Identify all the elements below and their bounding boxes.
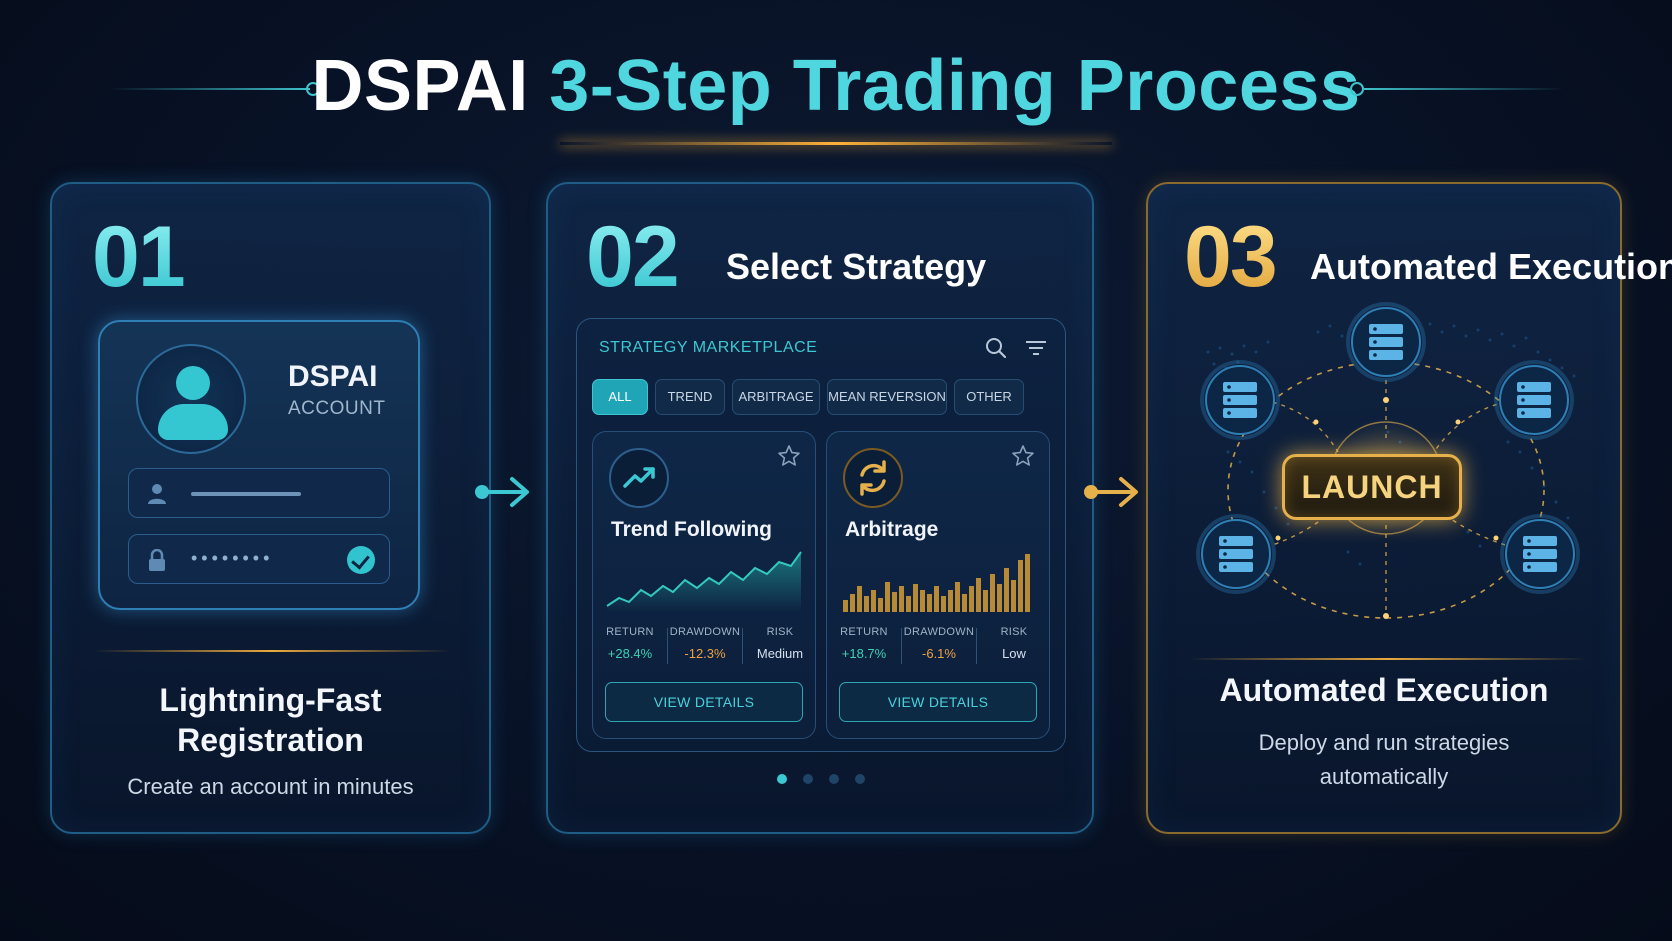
tab-mean-reversion[interactable]: MEAN REVERSION xyxy=(827,379,947,415)
avatar-user-icon xyxy=(136,344,246,454)
user-icon xyxy=(148,484,166,504)
stat-risk: RISK Low xyxy=(977,626,1051,661)
title-decor-line-right xyxy=(1364,88,1564,90)
stat-value: -12.3% xyxy=(684,646,726,661)
arrow-right-icon xyxy=(1084,477,1138,507)
lock-icon xyxy=(149,549,165,571)
account-card: DSPAI ACCOUNT •••••••• xyxy=(98,320,420,610)
stat-label: RETURN xyxy=(606,626,654,638)
stat-label: RETURN xyxy=(840,626,888,638)
account-brand: DSPAI xyxy=(288,360,378,393)
view-details-button[interactable]: VIEW DETAILS xyxy=(605,682,803,722)
title-brand: DSPAI xyxy=(311,46,529,126)
stat-value: Medium xyxy=(756,646,804,661)
step-1-heading-line2: Registration xyxy=(177,722,364,758)
stat-label: RISK xyxy=(766,626,794,638)
stat-label: DRAWDOWN xyxy=(903,626,975,638)
strategy-name: Trend Following xyxy=(611,518,772,541)
step-3-description-line2: automatically xyxy=(1319,764,1449,789)
step-3-description: Deploy and run strategies automatically xyxy=(1148,726,1620,794)
stat-drawdown: DRAWDOWN -6.1% xyxy=(902,626,976,661)
search-icon[interactable] xyxy=(985,337,1007,359)
step-1-description: Create an account in minutes xyxy=(127,774,414,799)
server-icon xyxy=(1494,360,1574,440)
title-glow-line xyxy=(560,142,1112,145)
username-placeholder-line xyxy=(191,492,301,496)
server-icon xyxy=(1196,514,1276,594)
title-decor-line-left xyxy=(110,88,310,90)
refresh-icon xyxy=(843,448,903,508)
server-icon xyxy=(1500,514,1580,594)
launch-label: LAUNCH xyxy=(1301,469,1443,505)
pager-dot-2[interactable] xyxy=(803,774,813,784)
stat-label: DRAWDOWN xyxy=(669,626,741,638)
strategy-marketplace: STRATEGY MARKETPLACE ALL TREND ARBITRAGE… xyxy=(576,318,1066,752)
tab-trend[interactable]: TREND xyxy=(655,379,725,415)
step-3-card: 03 Automated Execution xyxy=(1146,182,1672,834)
stat-risk: RISK Medium xyxy=(743,626,817,661)
star-icon[interactable] xyxy=(777,444,801,468)
step-1-heading-line1: Lightning-Fast xyxy=(159,682,382,718)
divider-glow xyxy=(92,650,452,652)
stat-value: Low xyxy=(1002,646,1026,661)
strategy-stats: RETURN +28.4% DRAWDOWN -12.3% RISK Mediu… xyxy=(593,626,815,670)
stat-label: RISK xyxy=(1000,626,1028,638)
arrow-right-icon xyxy=(475,477,529,507)
account-label: ACCOUNT xyxy=(288,398,386,419)
arbitrage-bar-chart xyxy=(843,554,1030,612)
step-3-title: Automated Execution xyxy=(1310,246,1672,287)
pager-dot-1[interactable] xyxy=(777,774,787,784)
title-decor-dot-right xyxy=(1350,82,1364,96)
stat-return: RETURN +28.4% xyxy=(593,626,667,661)
step-3-number: 03 xyxy=(1184,209,1278,305)
trend-up-icon xyxy=(609,448,669,508)
stat-value: -6.1% xyxy=(922,646,956,661)
step-1-card: 01 DSPAI ACCOUNT •••••••• Lightning-Fast… xyxy=(50,182,491,834)
stat-return: RETURN +18.7% xyxy=(827,626,901,661)
stat-drawdown: DRAWDOWN -12.3% xyxy=(668,626,742,661)
tab-arbitrage[interactable]: ARBITRAGE xyxy=(732,379,820,415)
title-process: 3-Step Trading Process xyxy=(549,46,1361,126)
stat-value: +28.4% xyxy=(607,646,653,661)
stat-value: +18.7% xyxy=(841,646,887,661)
filter-icon[interactable] xyxy=(1025,339,1047,357)
step-2-title: Select Strategy xyxy=(726,246,987,287)
view-details-button[interactable]: VIEW DETAILS xyxy=(839,682,1037,722)
strategy-card-trend-following[interactable]: Trend Following RETURN +28.4% xyxy=(592,431,816,739)
check-icon xyxy=(347,546,375,574)
title-decor-dot-left xyxy=(306,82,320,96)
username-field[interactable] xyxy=(128,468,390,518)
launch-button[interactable]: LAUNCH xyxy=(1282,454,1462,520)
step-2-card: 02 Select Strategy STRATEGY MARKETPLACE … xyxy=(546,182,1094,834)
server-icon xyxy=(1346,302,1426,382)
step-1-number: 01 xyxy=(92,209,186,305)
marketplace-title: STRATEGY MARKETPLACE xyxy=(599,339,818,356)
step-1-heading: Lightning-Fast Registration xyxy=(52,680,489,760)
step-3-heading: Automated Execution xyxy=(1219,672,1549,708)
password-mask: •••••••• xyxy=(191,548,274,568)
divider-glow xyxy=(1188,658,1588,660)
star-icon[interactable] xyxy=(1011,444,1035,468)
pager-dot-4[interactable] xyxy=(855,774,865,784)
tab-all[interactable]: ALL xyxy=(592,379,648,415)
strategy-card-arbitrage[interactable]: Arbitrage xyxy=(826,431,1050,739)
header: DSPAI 3-Step Trading Process xyxy=(0,40,1672,150)
tab-other[interactable]: OTHER xyxy=(954,379,1024,415)
trend-line-chart xyxy=(606,551,802,612)
strategy-name: Arbitrage xyxy=(845,518,939,541)
step-2-number: 02 xyxy=(586,209,680,305)
password-field[interactable]: •••••••• xyxy=(128,534,390,584)
pager-dot-3[interactable] xyxy=(829,774,839,784)
page-title: DSPAI 3-Step Trading Process xyxy=(0,50,1672,122)
server-icon xyxy=(1200,360,1280,440)
step-3-description-line1: Deploy and run strategies xyxy=(1258,730,1510,755)
strategy-stats: RETURN +18.7% DRAWDOWN -6.1% RISK Low xyxy=(827,626,1049,670)
